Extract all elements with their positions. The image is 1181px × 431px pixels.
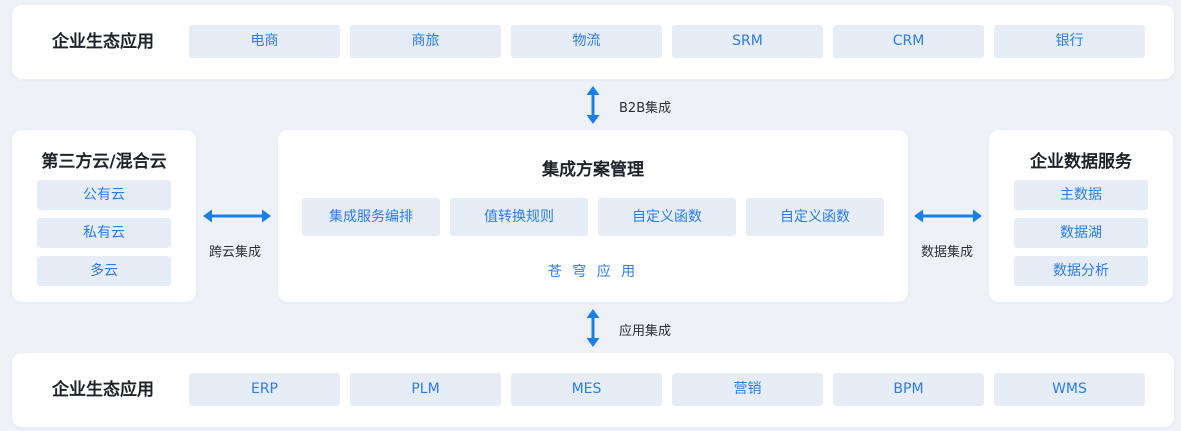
left-chip-public-cloud: 公有云 — [37, 180, 171, 210]
right-chip-master-data: 主数据 — [1014, 180, 1148, 210]
bottom-connector-label: 应用集成 — [619, 324, 672, 339]
top-chip-ecommerce: 电商 — [189, 25, 340, 58]
bottom-vertical-arrow-icon — [586, 309, 600, 347]
center-chip-orchestration: 集成服务编排 — [302, 198, 440, 236]
bottom-chip-plm: PLM — [350, 373, 501, 406]
bottom-ecosystem-panel: 企业生态应用 ERP PLM MES 营销 BPM WMS — [12, 353, 1174, 427]
top-ecosystem-panel: 企业生态应用 电商 商旅 物流 SRM CRM 银行 — [12, 5, 1174, 79]
hybrid-cloud-title: 第三方云/混合云 — [41, 152, 167, 172]
top-chip-bank: 银行 — [994, 25, 1145, 58]
right-chip-data-analysis: 数据分析 — [1014, 256, 1148, 286]
bottom-chip-mes: MES — [511, 373, 662, 406]
integration-management-title: 集成方案管理 — [542, 160, 644, 180]
top-chip-logistics: 物流 — [511, 25, 662, 58]
enterprise-data-panel: 企业数据服务 主数据 数据湖 数据分析 — [989, 130, 1173, 302]
left-chip-private-cloud: 私有云 — [37, 218, 171, 248]
center-chip-value-conversion: 值转换规则 — [450, 198, 588, 236]
center-chip-custom-function-2: 自定义函数 — [746, 198, 884, 236]
integration-management-panel: 集成方案管理 集成服务编排 值转换规则 自定义函数 自定义函数 苍 穹 应 用 — [278, 130, 908, 302]
left-connector-label: 跨云集成 — [209, 245, 262, 260]
right-horizontal-arrow-icon — [914, 209, 982, 223]
bottom-chip-bpm: BPM — [833, 373, 984, 406]
hybrid-cloud-panel: 第三方云/混合云 公有云 私有云 多云 — [12, 130, 196, 302]
bottom-chip-erp: ERP — [189, 373, 340, 406]
top-vertical-arrow-icon — [586, 86, 600, 124]
top-chip-travel: 商旅 — [350, 25, 501, 58]
left-chip-multi-cloud: 多云 — [37, 256, 171, 286]
enterprise-data-title: 企业数据服务 — [1030, 152, 1132, 172]
top-connector-label: B2B集成 — [619, 101, 672, 116]
bottom-row-title: 企业生态应用 — [52, 380, 154, 400]
bottom-chip-marketing: 营销 — [672, 373, 823, 406]
center-chip-custom-function-1: 自定义函数 — [598, 198, 736, 236]
right-connector-label: 数据集成 — [921, 245, 974, 260]
top-row-title: 企业生态应用 — [52, 32, 154, 52]
right-chip-data-lake: 数据湖 — [1014, 218, 1148, 248]
bottom-chip-wms: WMS — [994, 373, 1145, 406]
cosmic-app-label: 苍 穹 应 用 — [547, 264, 639, 280]
top-chip-srm: SRM — [672, 25, 823, 58]
top-chip-crm: CRM — [833, 25, 984, 58]
left-horizontal-arrow-icon — [203, 209, 271, 223]
